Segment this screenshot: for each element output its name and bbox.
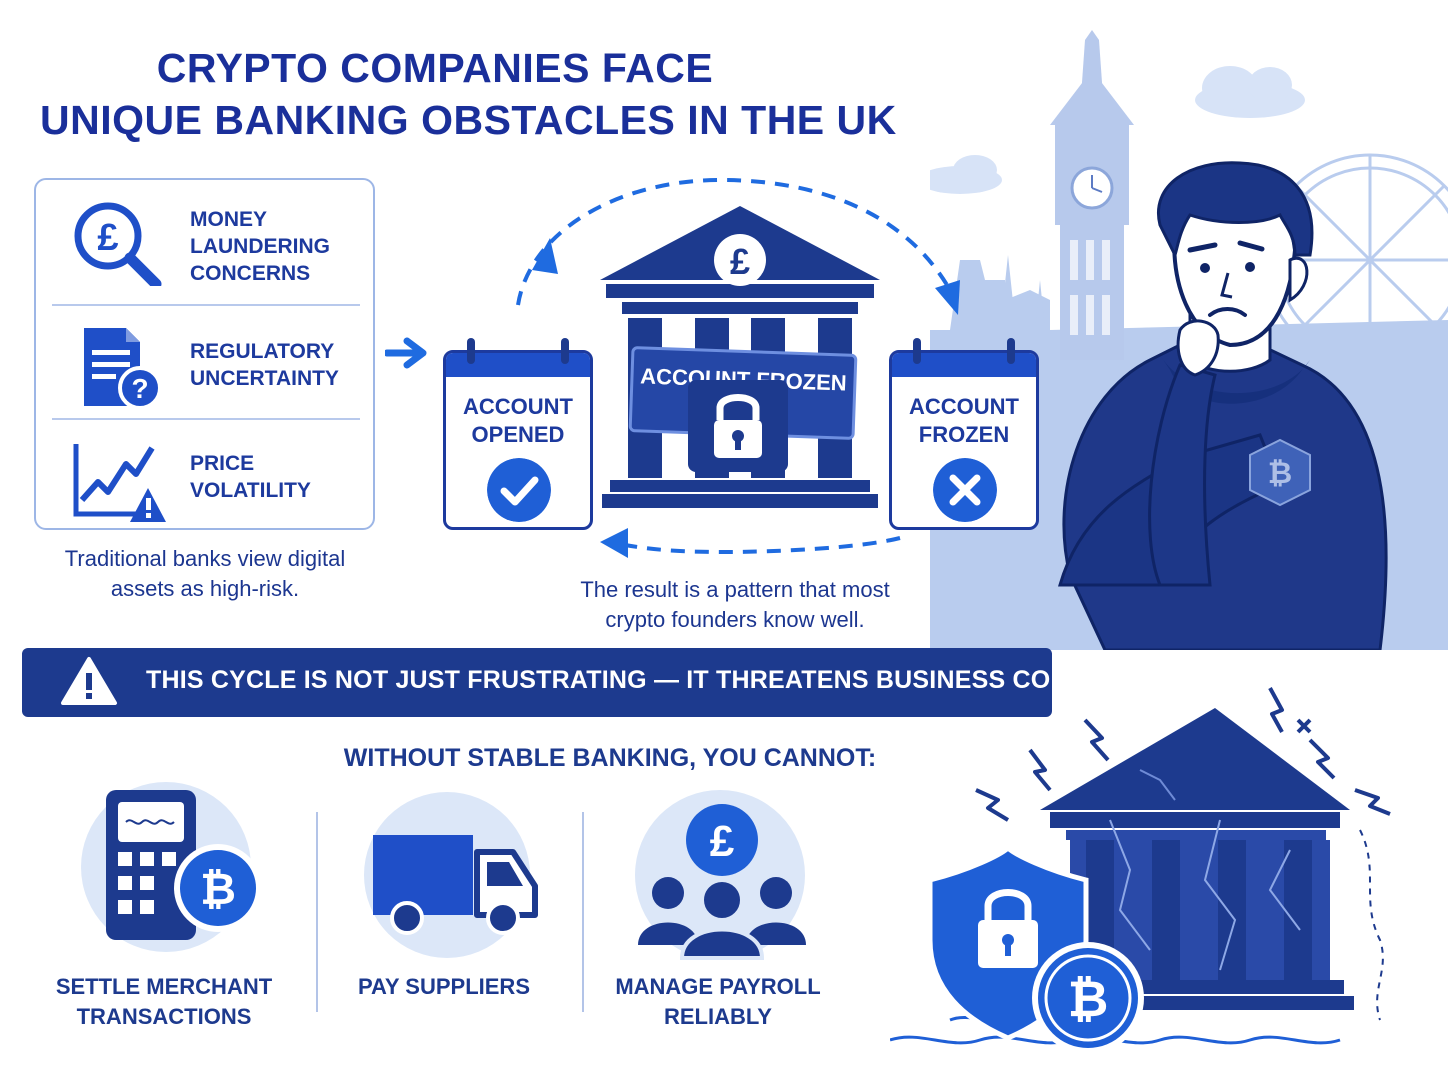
cannot-item-label: MANAGE PAYROLL RELIABLY [615,974,821,1029]
risk-item-volatility: PRICE VOLATILITY [50,422,360,534]
cycle-caption: The result is a pattern that most crypto… [580,577,890,632]
page-title: CRYPTO COMPANIES FACE UNIQUE BANKING OBS… [40,42,897,146]
big-ben-icon [1050,30,1134,360]
svg-text:£: £ [730,241,750,282]
divider [52,304,360,306]
team-payroll-icon: £ [635,790,806,960]
risk-factors-panel: £ MONEY LAUNDERING CONCERNS ? REGULATORY… [34,178,375,530]
calendar-label: ACCOUNT FROZEN [909,394,1019,447]
lightning-icon [975,687,1391,822]
risk-label: MONEY LAUNDERING CONCERNS [190,208,330,285]
delivery-truck-icon [364,792,538,958]
title-line-2: UNIQUE BANKING OBSTACLES IN THE UK [40,97,897,143]
risk-caption: Traditional banks view digital assets as… [64,546,346,601]
svg-text:₿: ₿ [1068,971,1109,1027]
svg-text:₿: ₿ [1268,457,1292,490]
calendar-rings-icon [913,338,1015,364]
pound-coin-icon [714,234,766,286]
calendar-account-opened: ACCOUNT OPENED [443,350,593,530]
svg-text:?: ? [131,373,148,404]
worried-founder-illustration: ₿ [1058,161,1388,650]
warning-banner [22,648,1052,717]
cloud-icon [930,66,1305,194]
calendar-rings-icon [467,338,569,364]
risk-label: PRICE VOLATILITY [190,452,311,502]
title-line-1: CRYPTO COMPANIES FACE [156,45,714,91]
arrow-right-icon [385,337,427,369]
arrow-head-icon [600,528,628,558]
risk-label: REGULATORY UNCERTAINTY [190,340,339,390]
document-question-icon: ? [84,328,162,410]
check-circle-icon [487,458,551,522]
arrow-head-icon [935,280,960,315]
cycle-arrows [516,177,960,558]
divider [582,812,584,1012]
divider [52,418,360,420]
warning-triangle-icon [61,657,117,705]
cannot-heading: WITHOUT STABLE BANKING, YOU CANNOT: [343,744,877,772]
warning-banner-text: THIS CYCLE IS NOT JUST FRUSTRATING — IT … [146,666,1172,694]
pos-terminal-bitcoin-icon: ₿ [81,782,262,952]
cannot-item-label: PAY SUPPLIERS [358,974,530,999]
calendar-label: ACCOUNT OPENED [463,394,573,447]
calendar-account-frozen: ACCOUNT FROZEN [889,350,1039,530]
cracked-bank-shield-illustration: ₿ [890,687,1391,1054]
risk-item-money-laundering: £ MONEY LAUNDERING CONCERNS [50,184,360,296]
x-circle-icon [933,458,997,522]
pound-magnifier-icon: £ [74,202,162,286]
svg-text:£: £ [97,217,118,259]
arrow-head-icon [532,238,558,274]
cannot-item-label: SETTLE MERCHANT TRANSACTIONS [55,974,273,1029]
svg-text:£: £ [710,817,735,866]
bitcoin-emblem-icon [1249,438,1311,507]
chart-warning-icon [73,444,166,522]
divider [316,812,318,1012]
padlock-icon [688,380,788,472]
svg-text:₿: ₿ [200,865,236,914]
risk-item-regulatory: ? REGULATORY UNCERTAINTY [50,308,360,420]
